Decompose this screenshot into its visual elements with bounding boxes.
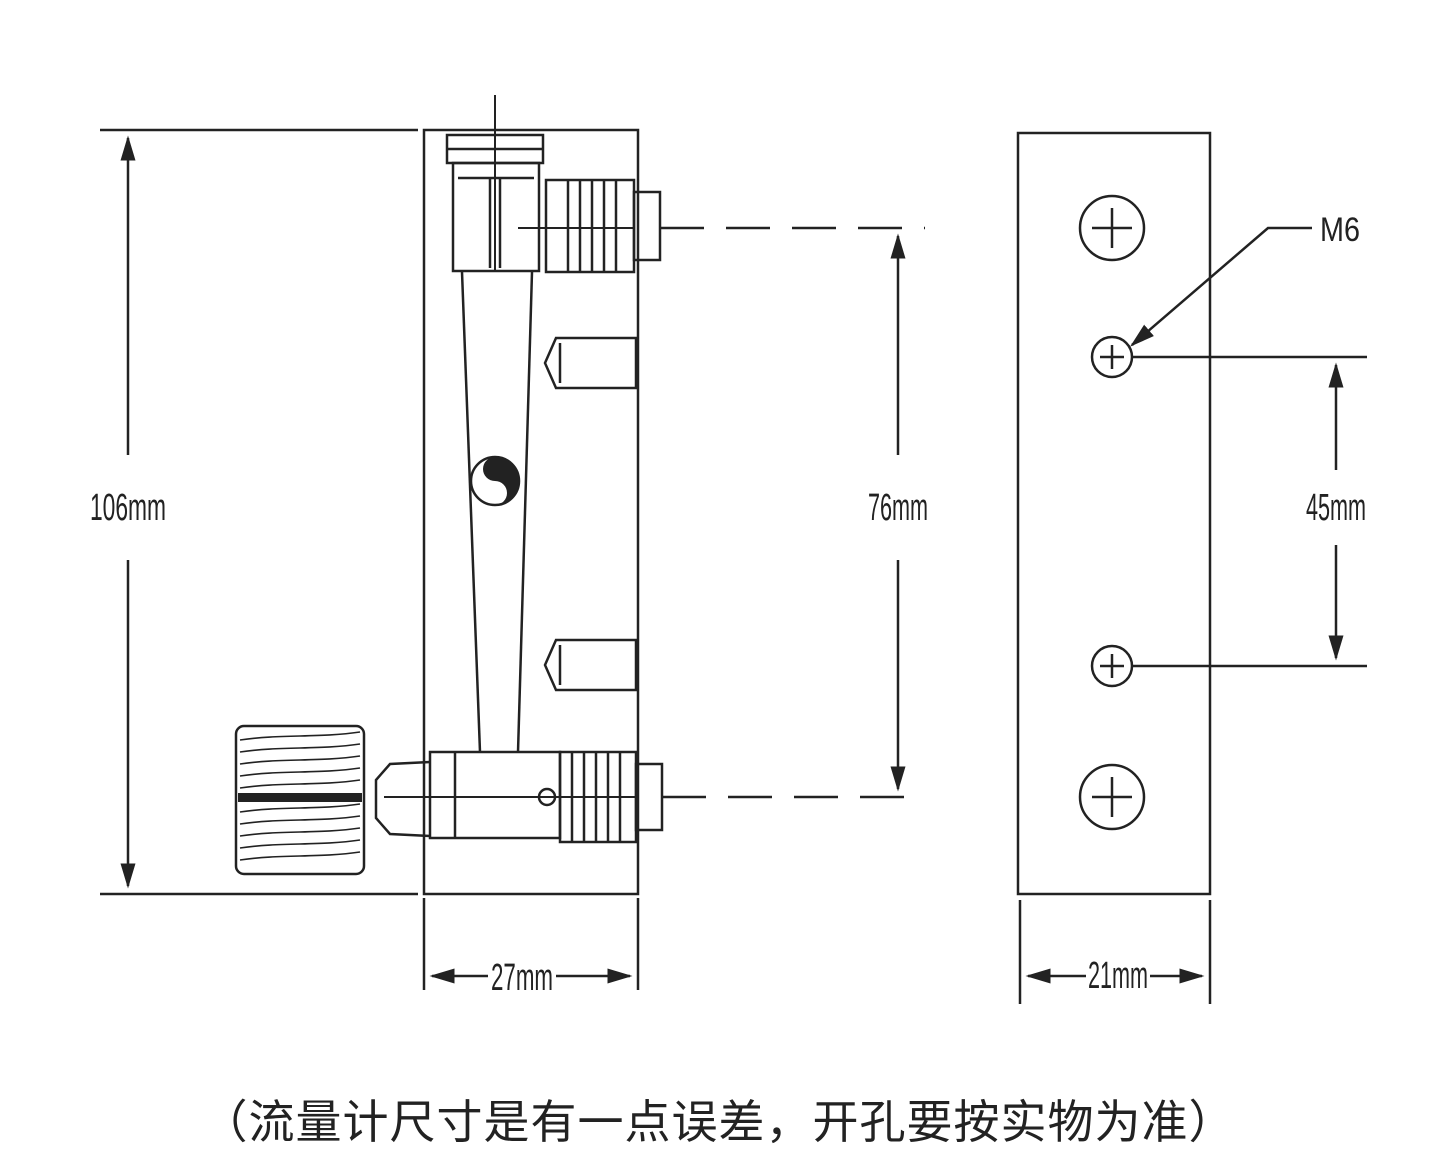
height-dimension [100,128,418,896]
hole-spacing-dimension [1132,355,1367,668]
thread-label: M6 [1320,211,1360,249]
front-width-dimension [422,898,640,990]
total-height-label: 106mm [90,487,166,529]
side-body [1016,131,1212,896]
screw-top [1078,194,1146,262]
adjusting-knob [234,724,366,876]
tolerance-note: （流量计尺寸是有一点误差，开孔要按实物为准） [201,1095,1236,1149]
mount-stud-lower [543,638,638,692]
port-spacing-label: 76mm [868,487,928,529]
side-view [1016,131,1312,896]
m6-hole-lower [1090,644,1134,688]
side-width-dimension [1018,900,1212,1004]
m6-hole-upper [1090,335,1134,379]
front-body [422,128,640,896]
float-ball [469,455,521,507]
top-connector [518,178,662,274]
top-fitting [445,133,545,273]
screw-bottom [1078,763,1146,831]
front-width-label: 27mm [491,957,553,999]
m6-leader [1130,226,1312,347]
glass-tube [460,271,534,753]
mount-stud-upper [543,336,638,390]
hole-spacing-label: 45mm [1306,487,1366,529]
side-width-label: 21mm [1088,955,1148,997]
front-view [234,95,664,896]
port-spacing-dimension [660,226,925,799]
valve-assembly [374,750,664,844]
